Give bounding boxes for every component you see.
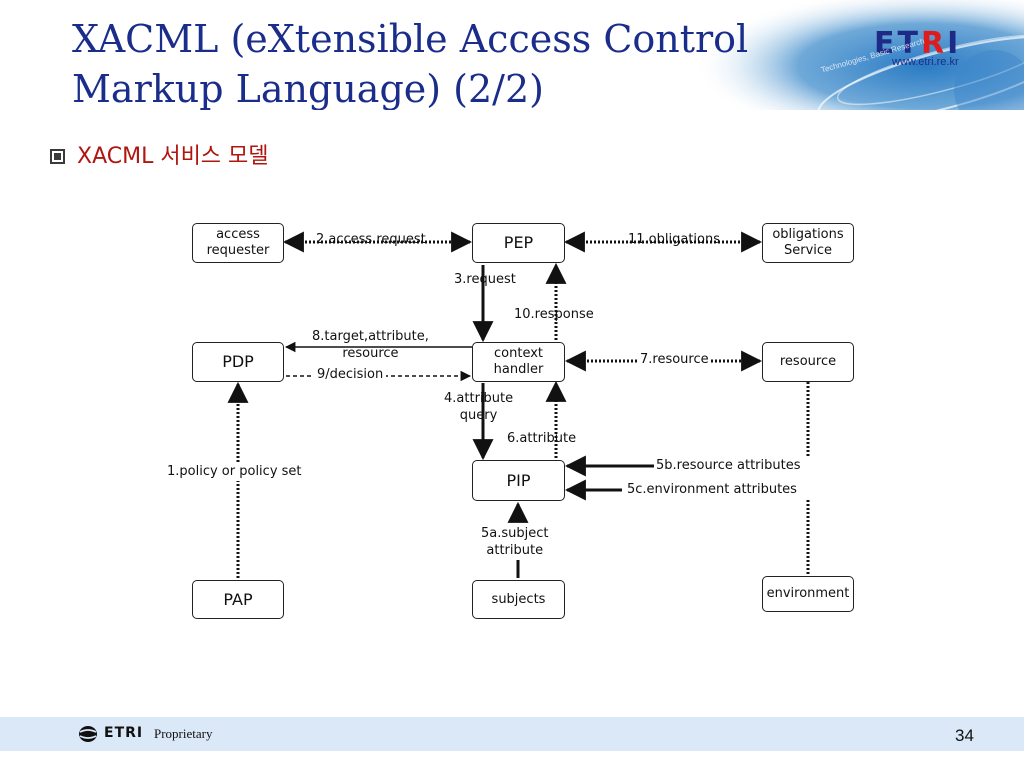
etri-url: www.etri.re.kr <box>892 56 959 68</box>
node-pep-label: PEP <box>503 233 534 253</box>
header-globe-graphic <box>694 0 1024 110</box>
node-pep: PEP <box>472 223 565 263</box>
label-resource-7: 7.resource <box>638 352 711 369</box>
label-response: 10.response <box>514 307 594 322</box>
label-target-attribute: 8.target,attribute, resource <box>312 329 429 361</box>
label-resource-attributes: 5b.resource attributes <box>656 458 801 473</box>
node-access-requester-label: access requester <box>206 227 270 258</box>
logo-part-i: I <box>947 26 962 61</box>
node-pip-label: PIP <box>506 470 531 490</box>
slide-header: XACML (eXtensible Access Control Markup … <box>0 0 1024 110</box>
logo-part-et: ET <box>874 26 921 61</box>
label-environment-attributes: 5c.environment attributes <box>627 482 797 497</box>
node-context-handler-label: context handler <box>493 346 544 377</box>
node-resource: resource <box>762 342 854 382</box>
label-attribute-6: 6.attribute <box>507 431 577 446</box>
node-access-requester: access requester <box>192 223 284 263</box>
square-bullet-icon <box>50 149 65 164</box>
label-subject-attribute: 5a.subject attribute <box>481 526 549 558</box>
node-pip: PIP <box>472 460 565 501</box>
node-obligations-service-label: obligations Service <box>772 227 844 258</box>
node-environment: environment <box>762 576 854 612</box>
node-environment-label: environment <box>766 586 850 602</box>
label-request: 3.request <box>454 272 516 287</box>
node-subjects-label: subjects <box>491 591 546 607</box>
footer-brand: ETRI <box>104 725 144 741</box>
node-pdp-label: PDP <box>222 352 254 372</box>
title-line-2: Markup Language) (2/2) <box>72 67 544 110</box>
node-pap: PAP <box>192 580 284 619</box>
section-heading-text: XACML 서비스 모델 <box>77 144 269 169</box>
label-access-request: 2.access request <box>316 232 426 247</box>
label-attribute-query: 4.attribute query <box>444 391 514 423</box>
etri-logo-icon <box>79 726 97 742</box>
node-subjects: subjects <box>472 580 565 619</box>
section-heading: XACML 서비스 모델 <box>50 138 269 170</box>
title-line-1: XACML (eXtensible Access Control <box>72 17 749 61</box>
slide-title: XACML (eXtensible Access Control Markup … <box>72 14 852 110</box>
label-obligations: 11.obligations <box>628 232 720 247</box>
footer-proprietary-label: Proprietary <box>154 726 213 741</box>
logo-part-r: R <box>920 26 948 61</box>
node-resource-label: resource <box>779 354 837 370</box>
etri-logo: ETRI <box>874 26 961 61</box>
page-number: 34 <box>955 726 974 745</box>
node-obligations-service: obligations Service <box>762 223 854 263</box>
slide-footer: ETRI Proprietary 34 <box>0 717 1024 751</box>
label-decision: 9/decision <box>314 367 387 384</box>
node-pdp: PDP <box>192 342 284 382</box>
node-pap-label: PAP <box>223 589 253 609</box>
node-context-handler: context handler <box>472 342 565 382</box>
label-policy: 1.policy or policy set <box>165 464 304 481</box>
